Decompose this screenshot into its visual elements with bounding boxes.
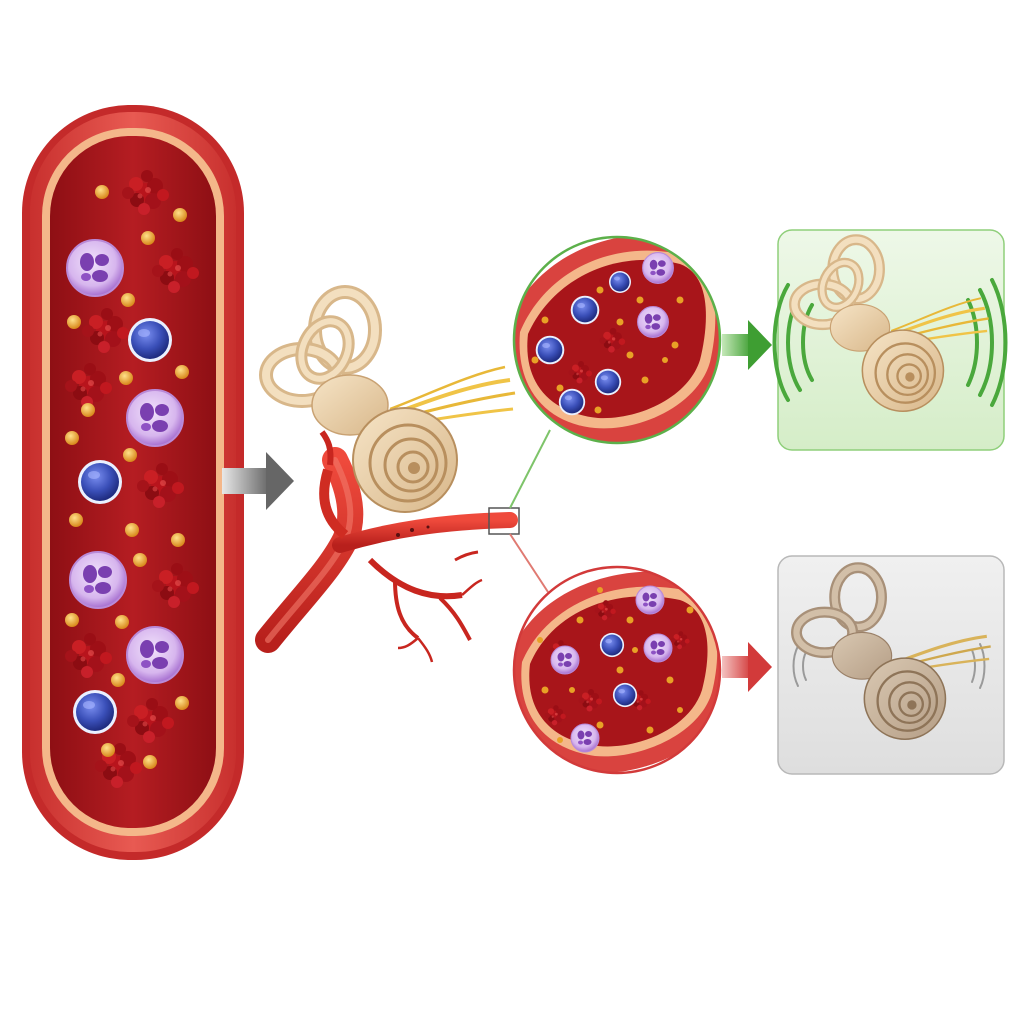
reduced-hearing-panel	[777, 555, 1005, 775]
neutrophil	[66, 239, 124, 297]
neutrophil	[126, 626, 184, 684]
artery	[255, 430, 518, 663]
neutrophil	[69, 551, 127, 609]
inner-ear-with-artery	[255, 292, 551, 663]
sound-waves-strong-icon	[772, 278, 1008, 407]
zoom-normal-vessel	[512, 235, 722, 445]
red-arrow-icon	[722, 642, 772, 692]
zoom-circle-normal	[512, 235, 722, 445]
normal-hearing-panel	[772, 229, 1008, 451]
lymphocyte	[78, 460, 122, 504]
green-arrow-icon	[722, 320, 772, 370]
zoom-region-marker	[488, 507, 520, 535]
lymphocyte	[128, 318, 172, 362]
zoom-circle-inflamed	[512, 565, 722, 775]
inner-ear-icon	[266, 292, 515, 512]
process-arrow-icon	[222, 452, 294, 510]
zoom-inflamed-vessel	[512, 565, 722, 775]
sound-waves-faint-icon	[792, 643, 986, 689]
neutrophil	[126, 389, 184, 447]
zoom-line-inflamed	[509, 533, 549, 593]
zoom-line-normal	[509, 429, 551, 509]
vessel-cross-section	[22, 105, 244, 860]
lymphocyte	[73, 690, 117, 734]
